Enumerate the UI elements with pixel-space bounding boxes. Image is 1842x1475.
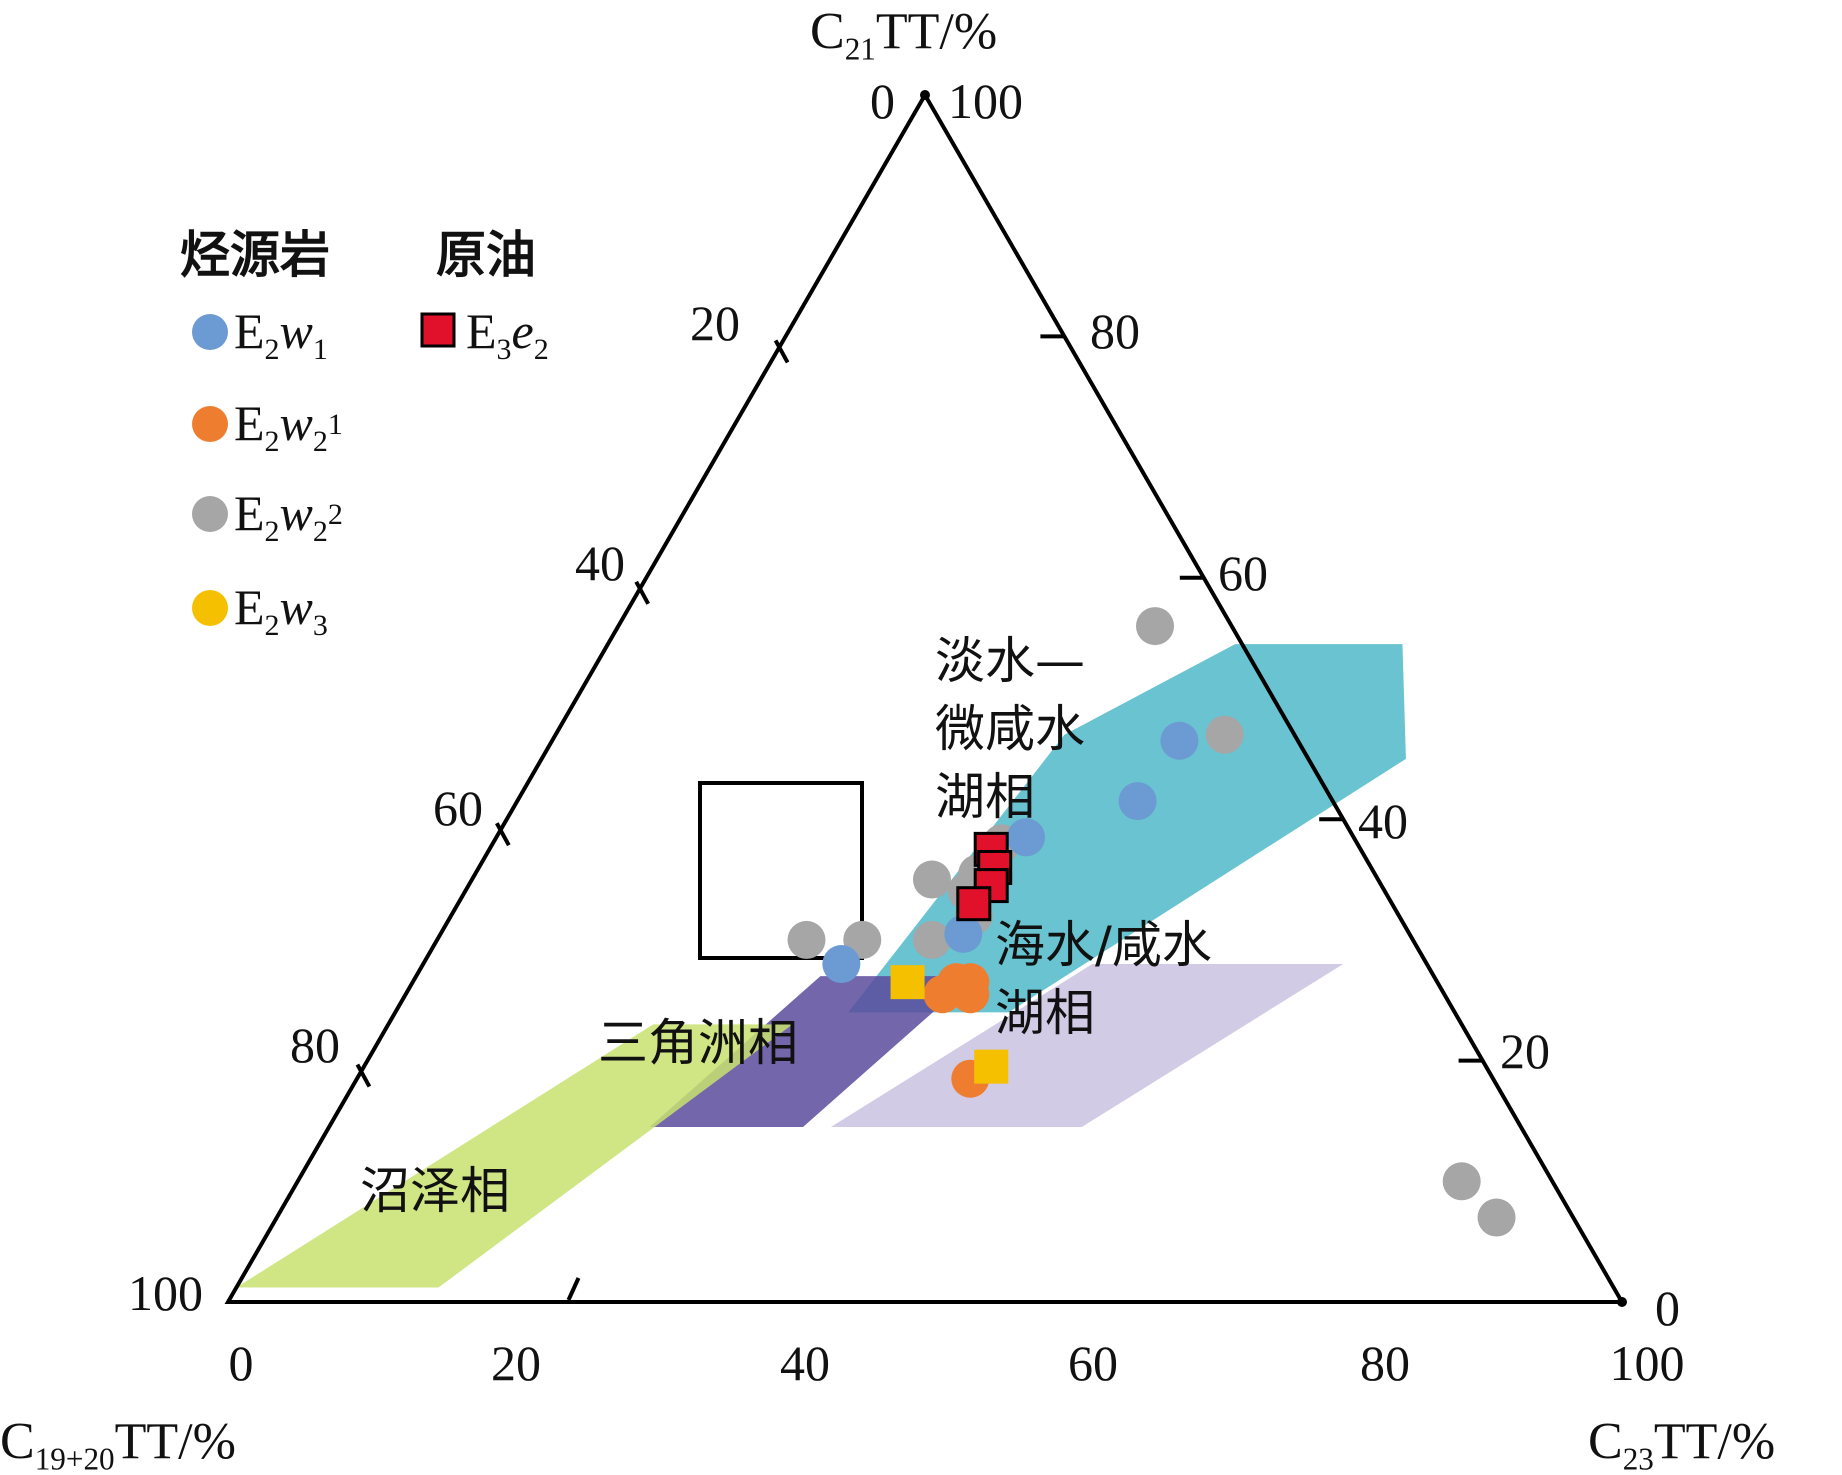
right-tick-label-2: 60 [1218,545,1268,601]
legend-label-2: E2w21 [234,395,343,458]
region-label-2-line-1: 三角洲相 [598,1014,798,1072]
left-tick-1 [355,1063,372,1088]
base-tick-label-1: 20 [491,1335,541,1391]
base-tick-label-2: 40 [780,1335,830,1391]
apex-dot [920,90,930,100]
tick-top-right: 100 [948,73,1023,129]
ternary-frame [224,90,1627,1307]
point-E2w2-1-4 [923,975,962,1014]
legend-marker-3 [192,496,228,532]
legend-marker-2 [192,406,228,442]
left-tick-3 [634,580,650,605]
point-E2w1-4 [944,914,983,953]
point-E2w2-2-1 [1136,607,1175,646]
point-E2w3-2 [890,965,925,1000]
point-E2w2-2-12 [1477,1198,1516,1237]
axis-title-top: C21TT/% [810,3,997,66]
region-label-1-line-1: 淡水— [935,632,1085,690]
region-label-1-line-2: 微咸水 [935,700,1085,758]
region-label-3-line-1: 海水/咸水 [995,916,1212,974]
point-E2w2-2-10 [787,920,826,959]
base-tick-1 [566,1277,581,1301]
base-tick-label-100: 100 [1610,1335,1685,1391]
legend-label-1: E2w1 [234,303,328,366]
base-tick-label-4: 80 [1360,1335,1410,1391]
left-tick-label-2: 40 [575,535,625,591]
axis-title-right: C23TT/% [1588,1413,1775,1475]
point-E2w2-2-2 [1205,715,1244,754]
point-E2w3-3 [974,1049,1009,1084]
axis-titles: C21TT/% C19+20TT/% C23TT/% [0,3,1775,1475]
point-E2w2-2-11 [1442,1162,1481,1201]
legend-label-3: E2w22 [234,485,343,548]
base-tick-label-3: 60 [1068,1335,1118,1391]
right-tick-label-4: 20 [1500,1023,1550,1079]
left-tick-label-3: 60 [433,780,483,836]
region-label-3-line-2: 湖相 [995,984,1095,1042]
region-label-1-line-3: 湖相 [935,768,1035,826]
tick-bottom-left: 100 [128,1265,203,1321]
region-2 [649,976,974,1127]
point-E3e2-4 [956,886,992,922]
point-E2w2-2-8 [912,920,951,959]
point-E2w1-1 [1160,721,1199,760]
legend-label-4: E2w3 [234,579,328,642]
tick-top-left: 0 [870,73,895,129]
right-tick-label-1: 80 [1090,303,1140,359]
point-E2w2-1-3 [951,975,990,1014]
tick-bottom-right: 0 [1655,1280,1680,1336]
highlight-rect [698,780,864,961]
axis-ticks [355,334,1483,1301]
left-tick-4 [773,339,790,364]
legend-title-source-rock: 烃源岩 [180,226,330,284]
legend-label-oil: E3e2 [466,303,549,366]
region-4 [236,1024,793,1288]
triangle-outline [224,91,1626,1304]
legend-marker-1 [192,314,228,350]
legend-title-crude-oil: 原油 [436,226,536,284]
axis-title-left: C19+20TT/% [0,1413,236,1475]
left-tick-label-1: 20 [690,295,740,351]
base-tick-label-0: 0 [229,1335,254,1391]
region-label-4-line-1: 沼泽相 [360,1162,510,1220]
right-tick-label-3: 40 [1358,793,1408,849]
point-E2w1-5 [822,945,861,984]
legend-marker-oil [420,312,456,348]
point-E2w1-2 [1118,782,1157,821]
left-tick-2 [495,822,511,847]
left-tick-label-4: 80 [290,1017,340,1073]
data-points [787,607,1516,1237]
point-E2w2-2-5 [912,860,951,899]
corner-dot [1617,1297,1627,1307]
point-E2w1-3 [1007,818,1046,857]
legend-marker-4 [192,590,228,626]
highlight-box [698,780,864,961]
